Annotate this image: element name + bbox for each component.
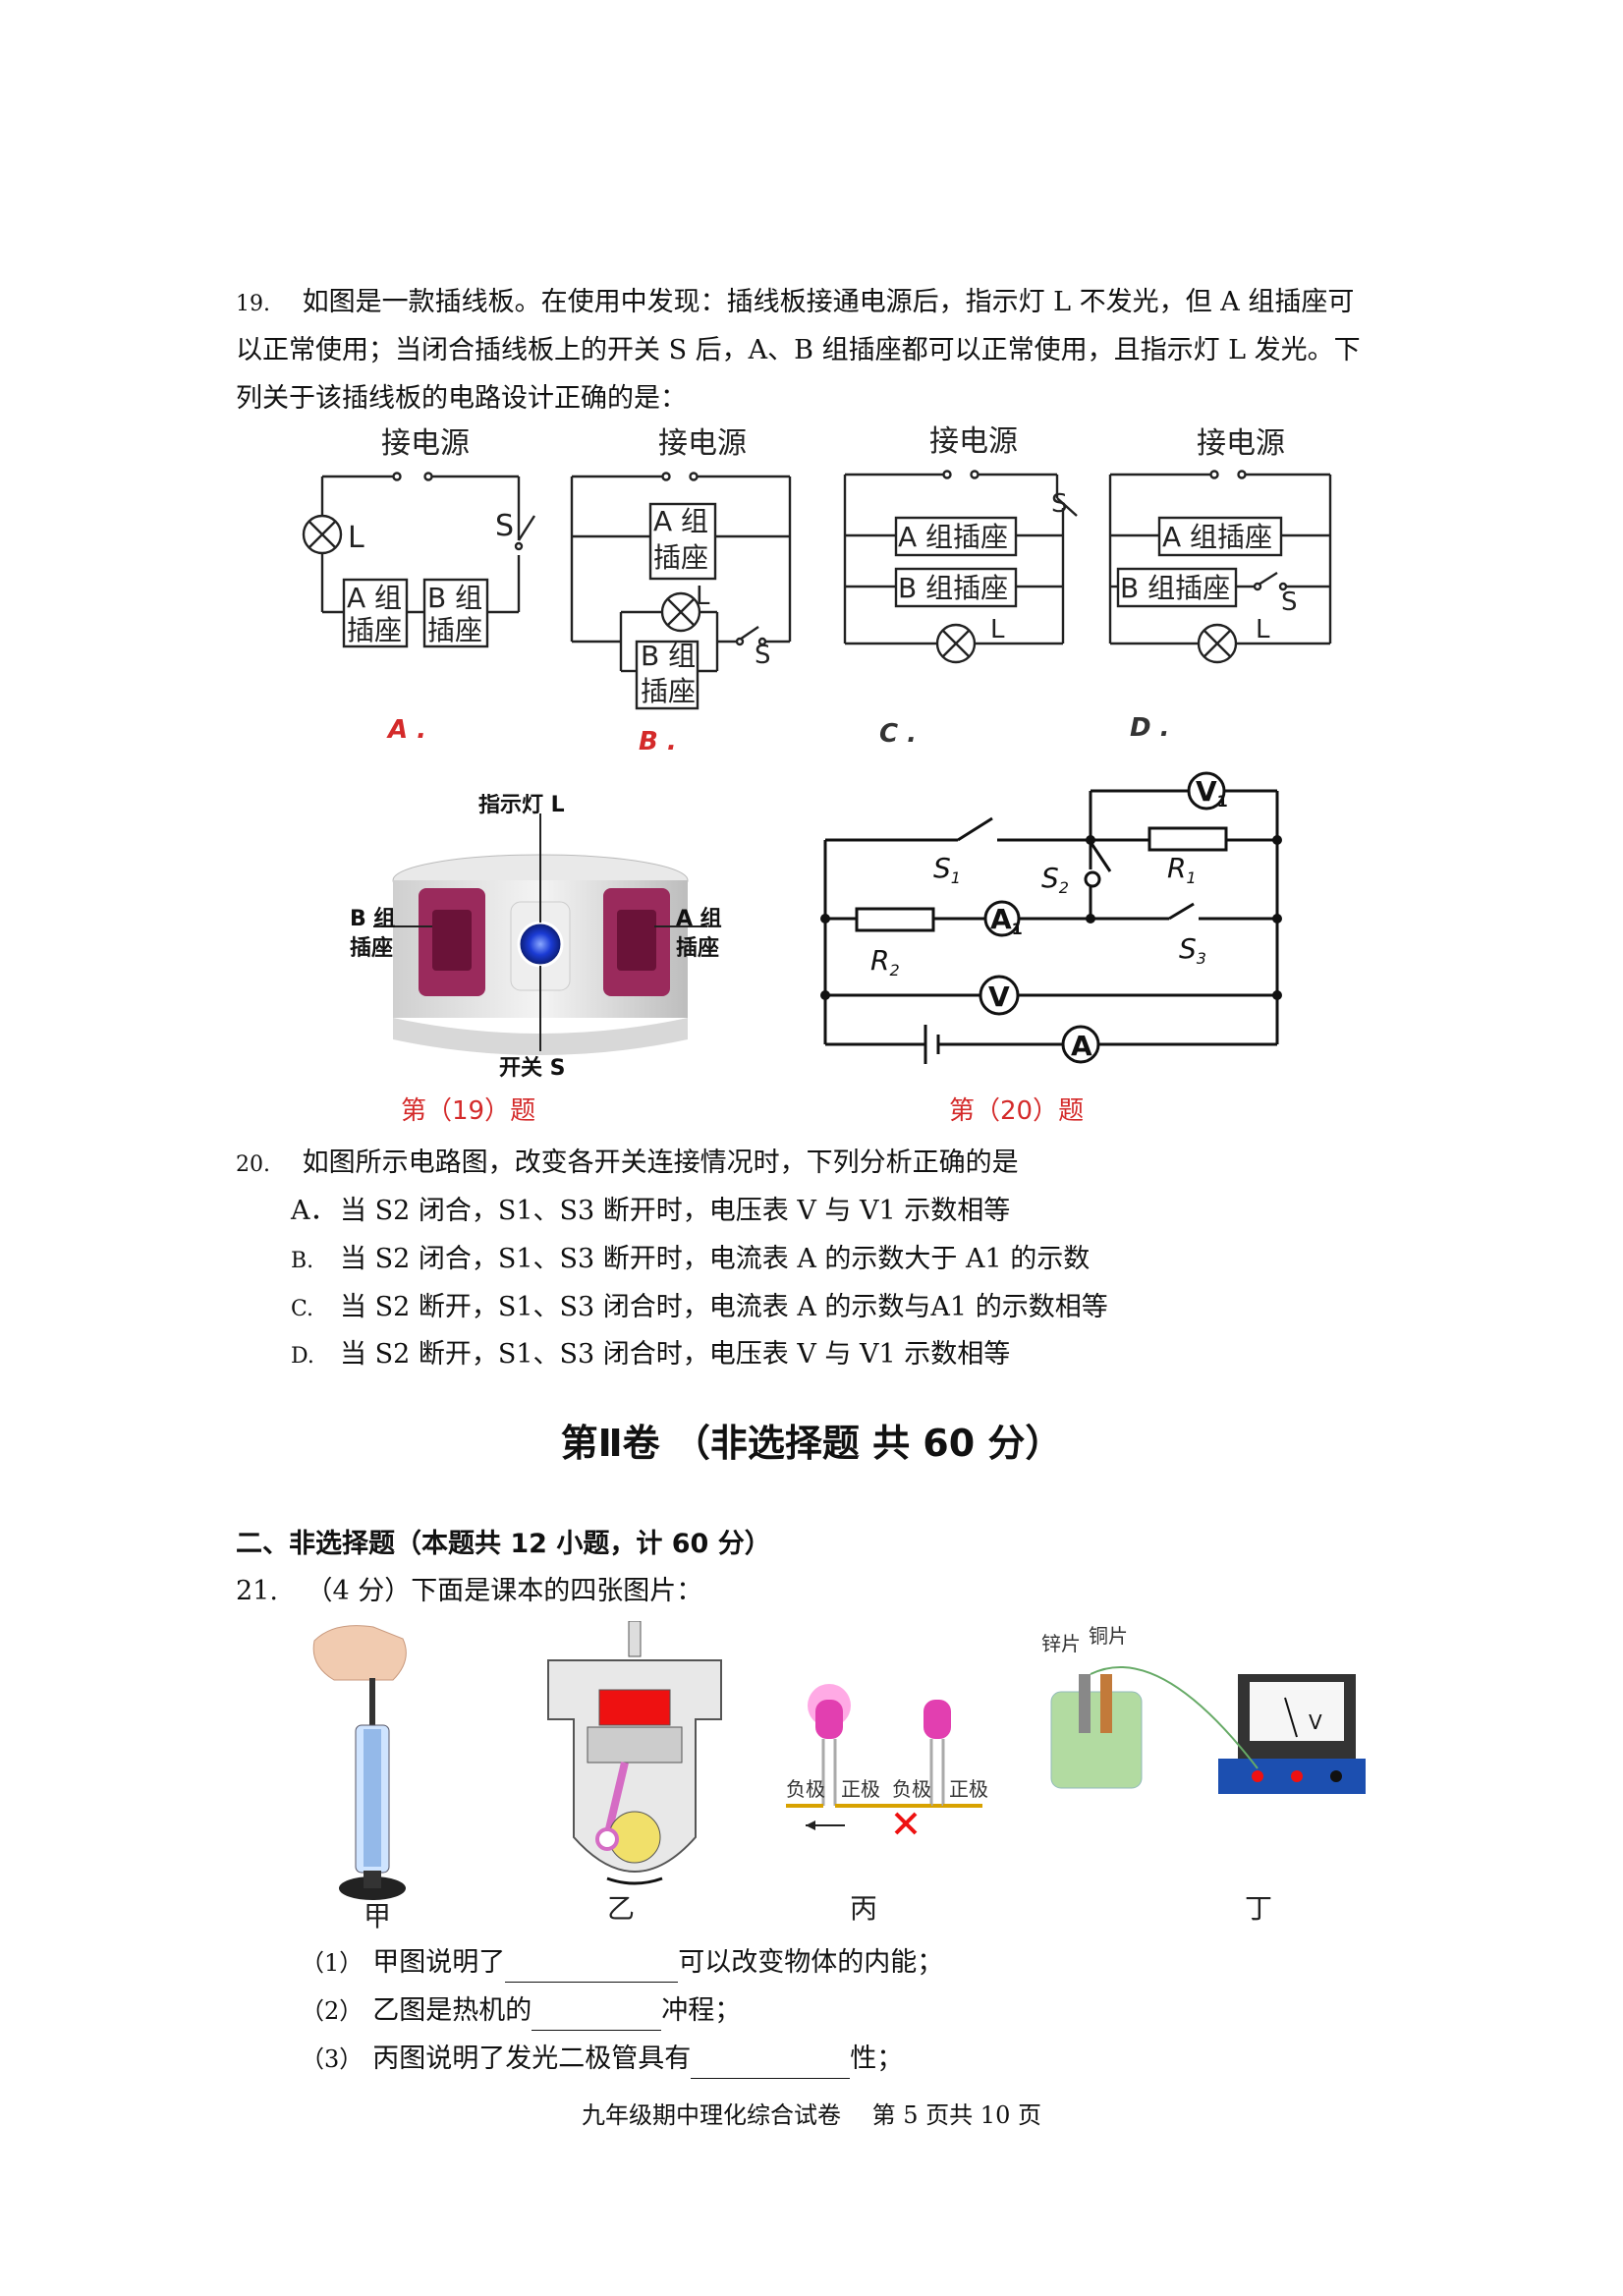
option-b-circuit <box>570 472 792 710</box>
c-a-socket: A 组插座 <box>898 521 1008 553</box>
q19-line-3: 列关于该插线板的电路设计正确的是： <box>236 383 687 414</box>
b-b-socket: 插座 <box>641 675 696 707</box>
option-c-circuit <box>843 470 1078 664</box>
fire-syringe-figure <box>312 1625 407 1900</box>
q20-stem: 20. 如图所示电路图，改变各开关连接情况时，下列分析正确的是 <box>236 1148 1019 1178</box>
q19-option-a: A . <box>388 715 427 745</box>
b-a-group: A 组 <box>653 505 708 537</box>
option-d-circuit <box>1108 470 1332 664</box>
b-a-socket: 插座 <box>653 541 708 574</box>
a-meter: A <box>1071 1030 1092 1062</box>
part2-title: 第Ⅱ卷 （非选择题 共 60 分） <box>560 1422 1063 1465</box>
b-b-group: B 组 <box>641 640 696 672</box>
a1-meter: A1 <box>990 903 1023 938</box>
label-ding: 丁 <box>1245 1892 1272 1925</box>
s2-label: S2 <box>1041 862 1069 897</box>
c-b-socket: B 组插座 <box>898 572 1008 604</box>
zinc-label: 锌片 <box>1041 1632 1081 1655</box>
a-b-socket: 插座 <box>427 614 482 646</box>
r1-label: R1 <box>1167 852 1197 887</box>
q21-stem: 21. （4 分）下面是课本的四张图片： <box>236 1576 703 1606</box>
q19-option-b: B . <box>639 727 677 756</box>
d-switch-label: S <box>1281 588 1298 617</box>
d-power-label: 接电源 <box>1197 426 1285 461</box>
copper-label: 铜片 <box>1089 1624 1128 1648</box>
q20-caption: 第（20）题 <box>949 1096 1085 1126</box>
v1-meter: V1 <box>1196 775 1228 811</box>
q21-sub-1: （1）甲图说明了可以改变物体的内能； <box>301 1943 943 1983</box>
a-lamp-label: L <box>348 521 364 555</box>
s1-label: S1 <box>933 852 961 887</box>
q20-option-c: C.当 S2 断开，S1、S3 闭合时，电流表 A 的示数与A1 的示数相等 <box>291 1292 1108 1322</box>
d-lamp-label: L <box>1256 615 1270 644</box>
c-power-label: 接电源 <box>929 424 1018 459</box>
q19-line-1: 19. 如图是一款插线板。在使用中发现：插线板接通电源后，指示灯 L 不发光，但… <box>236 287 1355 317</box>
part2-section: 二、非选择题（本题共 12 小题，计 60 分） <box>236 1529 771 1559</box>
v-meter: V <box>988 980 1010 1013</box>
photo-b-socket: 插座 <box>350 935 393 961</box>
q20-option-d: D.当 S2 断开，S1、S3 闭合时，电压表 V 与 V1 示数相等 <box>291 1339 1011 1370</box>
s3-label: S3 <box>1179 932 1206 968</box>
option-a-circuit <box>302 472 536 648</box>
q21-blank-1[interactable] <box>505 1952 679 1983</box>
label-yi: 乙 <box>607 1892 635 1925</box>
q20-option-b: B.当 S2 闭合，S1、S3 断开时，电流表 A 的示数大于 A1 的示数 <box>291 1244 1091 1274</box>
r2-label: R2 <box>870 944 900 980</box>
label-bing: 丙 <box>850 1892 877 1925</box>
q20-circuit: V1 A1 V A S1 S2 R1 S3 R2 <box>820 771 1282 1064</box>
a-b-group: B 组 <box>427 582 482 614</box>
q21-figures: 负极 正极 负极 正极 V 锌片 铜片 甲 乙 丙 丁 <box>312 1621 1366 1932</box>
q21-blank-3[interactable] <box>691 2048 851 2079</box>
led-pos-1: 正极 <box>841 1777 880 1801</box>
q21-blank-2[interactable] <box>532 2000 662 2031</box>
power-strip-photo: 指示灯 L B 组 插座 A 组 插座 开关 S <box>350 794 722 1081</box>
b-switch-label: S <box>755 641 771 670</box>
q21-sub-3: （3）丙图说明了发光二极管具有性； <box>301 2040 903 2079</box>
b-power-label: 接电源 <box>658 426 747 461</box>
engine-figure <box>547 1621 722 1885</box>
b-lamp-label: L <box>696 582 710 611</box>
photo-switch-label: 开关 S <box>499 1056 566 1081</box>
q19-number: 19. <box>236 292 270 316</box>
q20-option-a: A．当 S2 闭合，S1、S3 断开时，电压表 V 与 V1 示数相等 <box>291 1196 1011 1226</box>
q19-option-d: D . <box>1130 713 1170 743</box>
a-a-socket: 插座 <box>347 614 402 646</box>
a-a-group: A 组 <box>347 582 402 614</box>
led-neg-2: 负极 <box>892 1777 931 1801</box>
q21-number: 21. <box>236 1576 278 1606</box>
q19-option-c: C . <box>879 719 918 749</box>
page-footer: 九年级期中理化综合试卷 第 5 页共 10 页 <box>582 2101 1041 2129</box>
q19-caption: 第（19）题 <box>401 1096 536 1126</box>
meter-v: V <box>1309 1710 1322 1734</box>
d-b-socket: B 组插座 <box>1120 572 1230 604</box>
led-neg-1: 负极 <box>786 1777 825 1801</box>
led-pos-2: 正极 <box>949 1777 988 1801</box>
photo-a-group: A 组 <box>676 906 722 931</box>
a-power-label: 接电源 <box>381 426 470 461</box>
c-lamp-label: L <box>990 615 1005 644</box>
d-a-socket: A 组插座 <box>1162 521 1272 553</box>
cell-voltmeter-figure: V 锌片 铜片 <box>1041 1624 1366 1794</box>
photo-lamp-label: 指示灯 L <box>478 794 565 817</box>
photo-b-group: B 组 <box>350 906 395 931</box>
q20-number: 20. <box>236 1152 270 1177</box>
label-jia: 甲 <box>364 1900 391 1932</box>
q19-line-2: 以正常使用；当闭合插线板上的开关 S 后，A、B 组插座都可以正常使用，且指示灯… <box>236 335 1361 365</box>
q21-sub-2: （2）乙图是热机的冲程； <box>301 1991 741 2031</box>
led-figure: 负极 正极 负极 正极 <box>786 1684 988 1835</box>
a-switch-label: S <box>495 509 514 543</box>
q19-circuit-options: 接电源 L S A 组 插座 B 组 插座 接电源 A 组 插座 L S B 组… <box>302 424 1332 710</box>
c-switch-label: S <box>1051 489 1068 519</box>
photo-a-socket: 插座 <box>676 935 719 961</box>
